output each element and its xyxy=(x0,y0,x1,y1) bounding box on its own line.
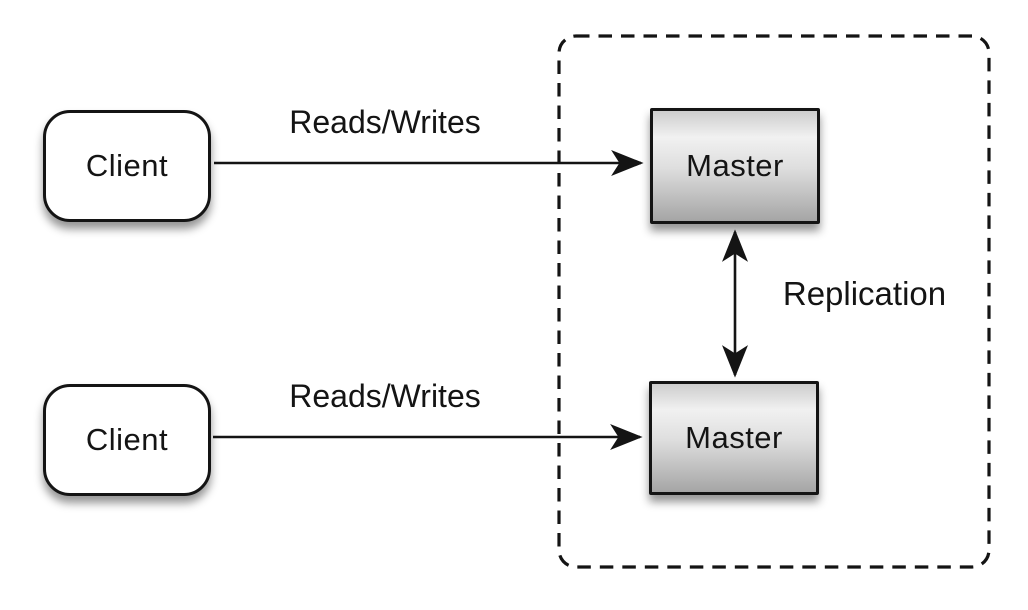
node-master-bottom-label: Master xyxy=(685,420,783,455)
node-master-top: Master xyxy=(650,108,820,224)
node-client-top: Client xyxy=(43,110,211,222)
node-client-bottom-label: Client xyxy=(85,422,169,457)
edge-label-reads-writes-bottom: Reads/Writes xyxy=(289,378,481,414)
node-master-top-label: Master xyxy=(686,148,784,183)
node-client-bottom: Client xyxy=(43,384,211,496)
node-client-top-label: Client xyxy=(85,148,169,183)
edge-label-reads-writes-top: Reads/Writes xyxy=(289,104,481,140)
edge-label-replication: Replication xyxy=(782,275,947,312)
node-master-bottom: Master xyxy=(649,381,819,495)
